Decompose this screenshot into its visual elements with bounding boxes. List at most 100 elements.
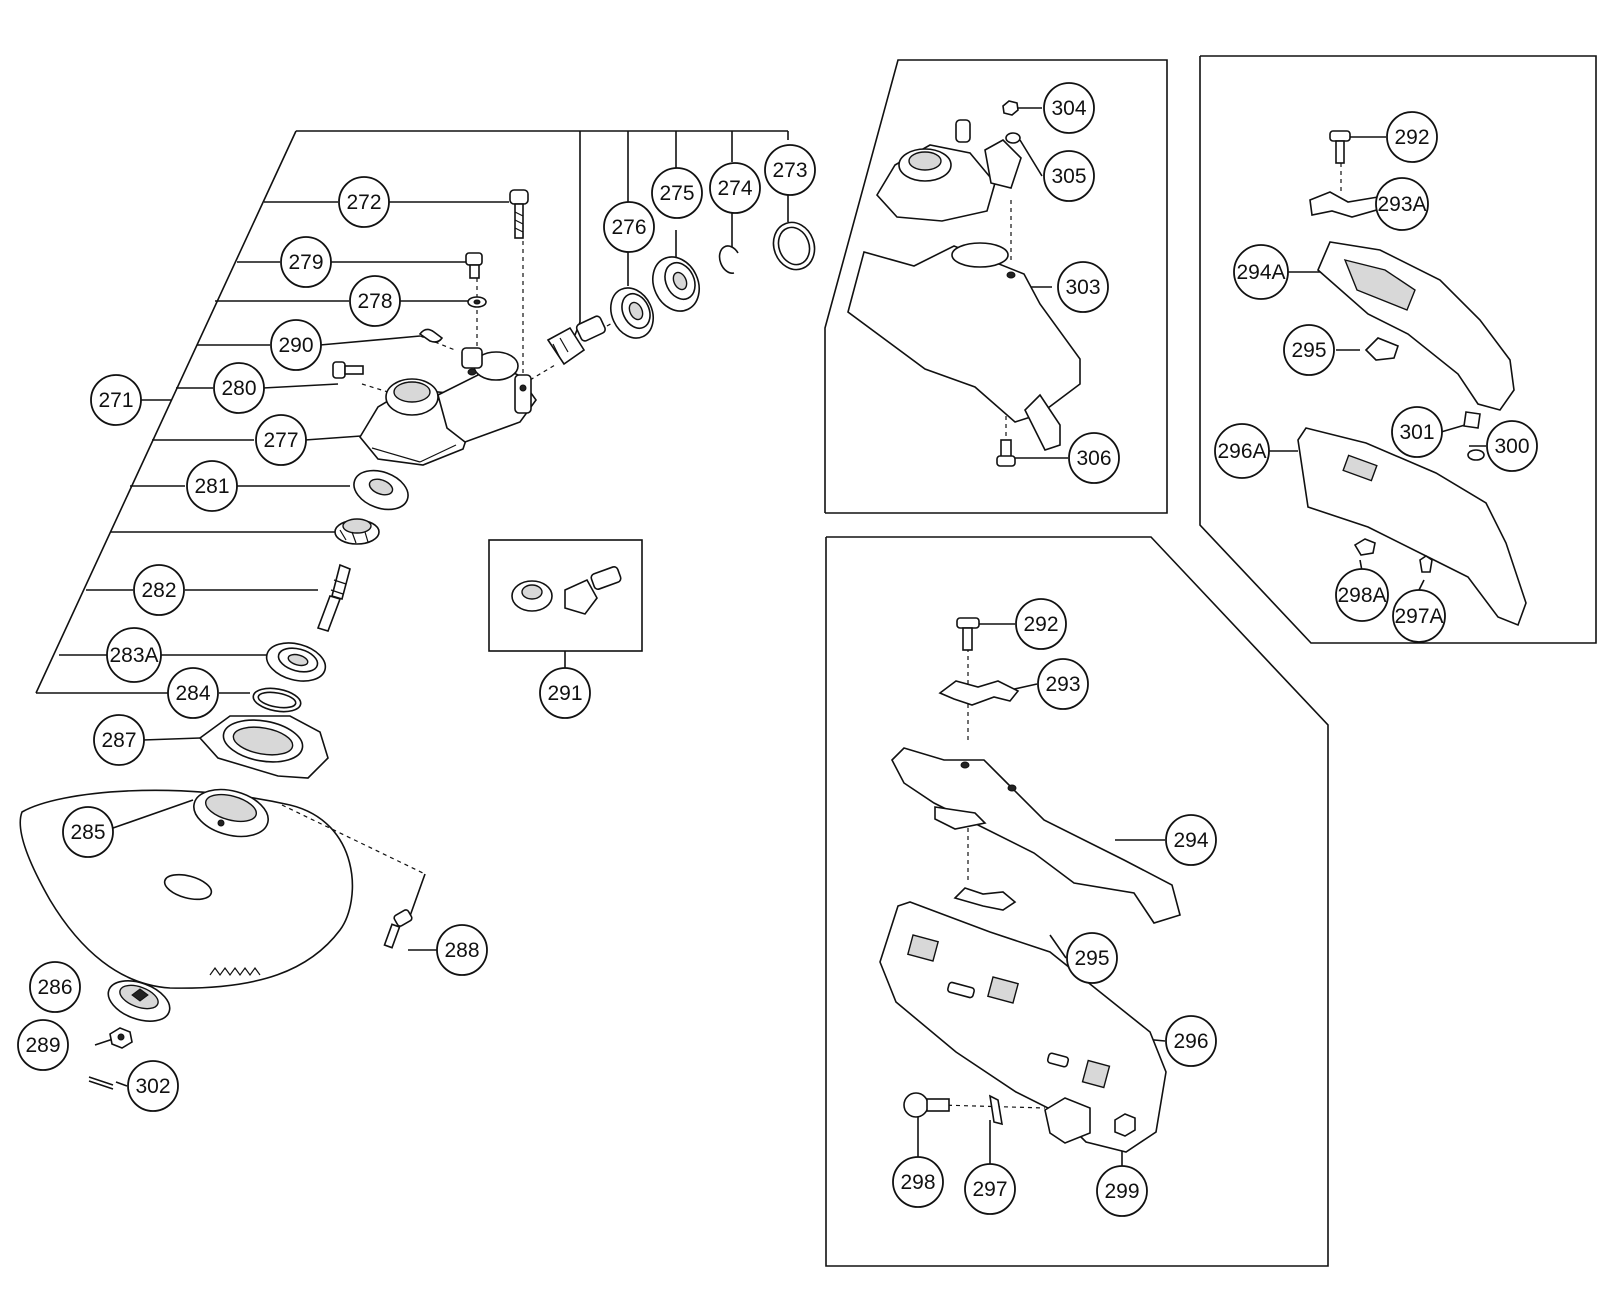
callout-label: 297A (1394, 605, 1443, 628)
callout-label: 285 (70, 821, 105, 844)
callout-label: 278 (357, 290, 392, 313)
callout-306: 306 (1068, 432, 1120, 484)
bolt-280 (332, 361, 364, 379)
callout-281: 281 (186, 460, 238, 512)
nut-289 (109, 1027, 133, 1049)
callout-label: 301 (1399, 421, 1434, 444)
callout-272: 272 (338, 176, 390, 228)
guard-294A-box (1199, 55, 1597, 644)
callout-label: 293 (1045, 673, 1080, 696)
callout-label: 273 (772, 159, 807, 182)
callout-300: 300 (1486, 420, 1538, 472)
snap-ring-274 (718, 245, 739, 274)
callout-label: 297 (972, 1178, 1007, 1201)
washer-278 (467, 296, 487, 308)
callout-label: 302 (135, 1075, 170, 1098)
callout-label: 277 (263, 429, 298, 452)
callout-label: 289 (25, 1034, 60, 1057)
bolt-279 (465, 252, 483, 279)
callout-label: 299 (1104, 1180, 1139, 1203)
holder-286 (107, 980, 171, 1022)
callout-label: 272 (346, 191, 381, 214)
callout-294: 294 (1165, 814, 1217, 866)
bevel-pinion-gear (546, 315, 606, 366)
callout-283A: 283A (106, 627, 162, 683)
callout-label: 296A (1217, 440, 1266, 463)
left-leaders (94, 195, 789, 1087)
callout-282: 282 (133, 564, 185, 616)
callout-279: 279 (280, 236, 332, 288)
gear-case-277 (359, 347, 537, 466)
callout-label: 296 (1173, 1030, 1208, 1053)
callout-label: 298 (900, 1171, 935, 1194)
callout-273: 273 (764, 144, 816, 196)
pin-302 (88, 1076, 114, 1090)
callout-label: 279 (288, 251, 323, 274)
callout-293A: 293A (1375, 177, 1429, 231)
callout-label: 276 (611, 216, 646, 239)
guard-303-box (824, 59, 1168, 514)
bearing-276 (610, 287, 654, 339)
bevel-gear-a (334, 518, 380, 545)
callout-296A: 296A (1214, 423, 1270, 479)
callout-304: 304 (1043, 82, 1095, 134)
callout-294A: 294A (1233, 244, 1289, 300)
callout-label: 290 (278, 334, 313, 357)
callout-label: 288 (444, 939, 479, 962)
callout-label: 294 (1173, 829, 1208, 852)
callout-301: 301 (1391, 406, 1443, 458)
shaft-282 (316, 563, 351, 632)
callout-label: 294A (1236, 261, 1285, 284)
bolt-272 (509, 189, 529, 239)
callout-label: 293A (1377, 193, 1426, 216)
callout-305: 305 (1043, 150, 1095, 202)
gear-case-bracket (35, 130, 789, 694)
callout-274: 274 (709, 162, 761, 214)
callout-label: 298A (1337, 584, 1386, 607)
holder-285 (193, 788, 269, 838)
bolt-288 (383, 909, 413, 949)
callout-label: 300 (1494, 435, 1529, 458)
callout-291: 291 (539, 667, 591, 719)
callout-292-lower: 292 (1015, 598, 1067, 650)
blade-cover-287 (198, 715, 329, 779)
callout-label: 292 (1394, 126, 1429, 149)
callout-285: 285 (62, 806, 114, 858)
callout-label: 291 (547, 682, 582, 705)
callout-293: 293 (1037, 658, 1089, 710)
callout-298: 298 (892, 1156, 944, 1208)
bearing-283A (265, 642, 327, 682)
callout-297A: 297A (1392, 589, 1446, 643)
guard-294-296-box (825, 536, 1329, 1267)
callout-288: 288 (436, 924, 488, 976)
callout-label: 306 (1076, 447, 1111, 470)
callout-label: 286 (37, 976, 72, 999)
callout-292-upper: 292 (1386, 111, 1438, 163)
callout-298A: 298A (1335, 568, 1389, 622)
callout-278: 278 (349, 275, 401, 327)
callout-289: 289 (17, 1019, 69, 1071)
ring-284 (252, 687, 302, 713)
callout-label: 282 (141, 579, 176, 602)
callout-297: 297 (964, 1163, 1016, 1215)
callout-label: 304 (1051, 97, 1086, 120)
bearing-281 (353, 469, 409, 511)
callout-label: 303 (1065, 276, 1100, 299)
callout-271: 271 (90, 374, 142, 426)
callout-label: 283A (109, 644, 158, 667)
callout-299: 299 (1096, 1165, 1148, 1217)
callout-label: 287 (101, 729, 136, 752)
callout-277: 277 (255, 414, 307, 466)
callout-296: 296 (1165, 1015, 1217, 1067)
callout-label: 295 (1074, 947, 1109, 970)
callout-label: 275 (659, 182, 694, 205)
callout-label: 271 (98, 389, 133, 412)
callout-276: 276 (603, 201, 655, 253)
saw-blade (19, 789, 354, 989)
callout-label: 295 (1291, 339, 1326, 362)
callout-286: 286 (29, 961, 81, 1013)
callout-275: 275 (651, 167, 703, 219)
callout-302: 302 (127, 1060, 179, 1112)
callout-label: 292 (1023, 613, 1058, 636)
